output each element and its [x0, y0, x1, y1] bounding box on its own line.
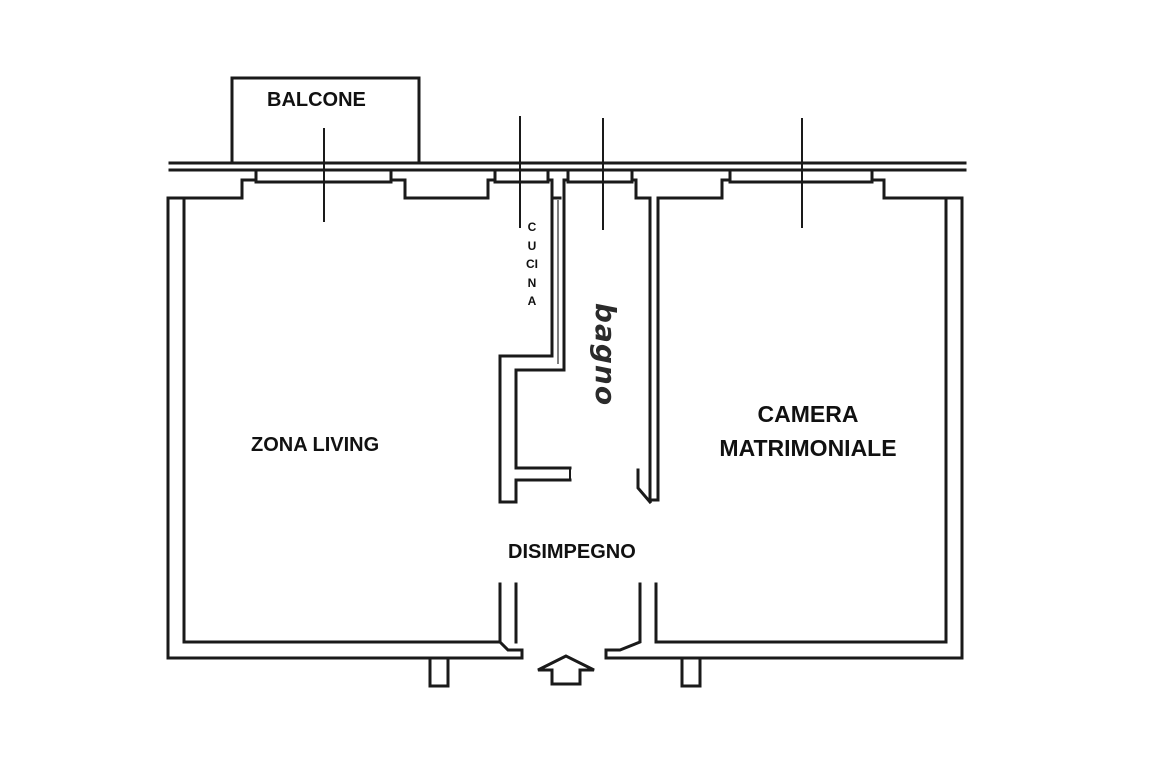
room-label-camera-line1: CAMERA — [757, 401, 859, 427]
bottom-pillars — [428, 656, 702, 688]
corridor-walls — [498, 582, 658, 660]
top-wall-windows — [166, 168, 964, 200]
room-label-balcone: BALCONE — [267, 89, 366, 111]
balcony-outline — [230, 76, 421, 165]
room-label-disimpegno: DISIMPEGNO — [508, 541, 636, 563]
up-arrow-icon — [537, 654, 595, 686]
room-label-camera: CAMERA MATRIMONIALE — [708, 397, 908, 465]
room-label-bagno: bagno — [589, 302, 623, 407]
kitchen-partition — [498, 196, 572, 504]
window-axis-lines — [323, 116, 803, 230]
room-label-cucina: CUCINA — [526, 220, 538, 308]
outer-walls — [166, 196, 964, 660]
room-label-zona-living: ZONA LIVING — [251, 434, 380, 456]
bathroom-partition — [636, 196, 660, 505]
room-label-camera-line2: MATRIMONIALE — [719, 435, 897, 461]
